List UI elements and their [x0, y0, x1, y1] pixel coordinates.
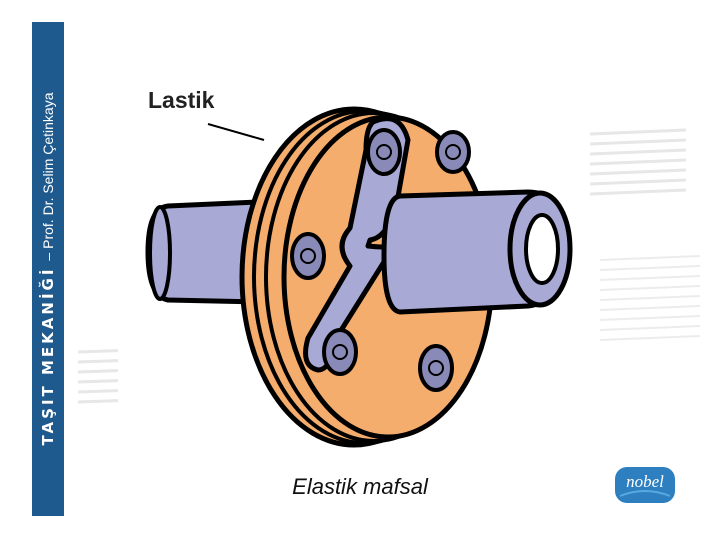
nobel-logo: nobel	[615, 467, 675, 503]
bolt-mid-left	[290, 232, 326, 280]
coupling-figure: Lastik	[118, 70, 588, 450]
author-name: – Prof. Dr. Selim Çetinkaya	[40, 92, 56, 261]
figure-caption: Elastik mafsal	[292, 474, 428, 499]
bolt-upper-right	[435, 130, 471, 174]
sidebar-band	[32, 22, 64, 516]
bolt-lower-left	[322, 328, 358, 376]
course-title: TAŞIT MEKANİĞİ	[39, 266, 57, 446]
bolts	[290, 128, 471, 392]
leader-line	[207, 123, 265, 141]
bolt-lower-right	[418, 344, 454, 392]
bolt-upper-left	[366, 128, 402, 176]
svg-text:nobel: nobel	[626, 472, 664, 491]
shaft-bore	[524, 213, 560, 285]
label-lastik: Lastik	[148, 87, 215, 113]
